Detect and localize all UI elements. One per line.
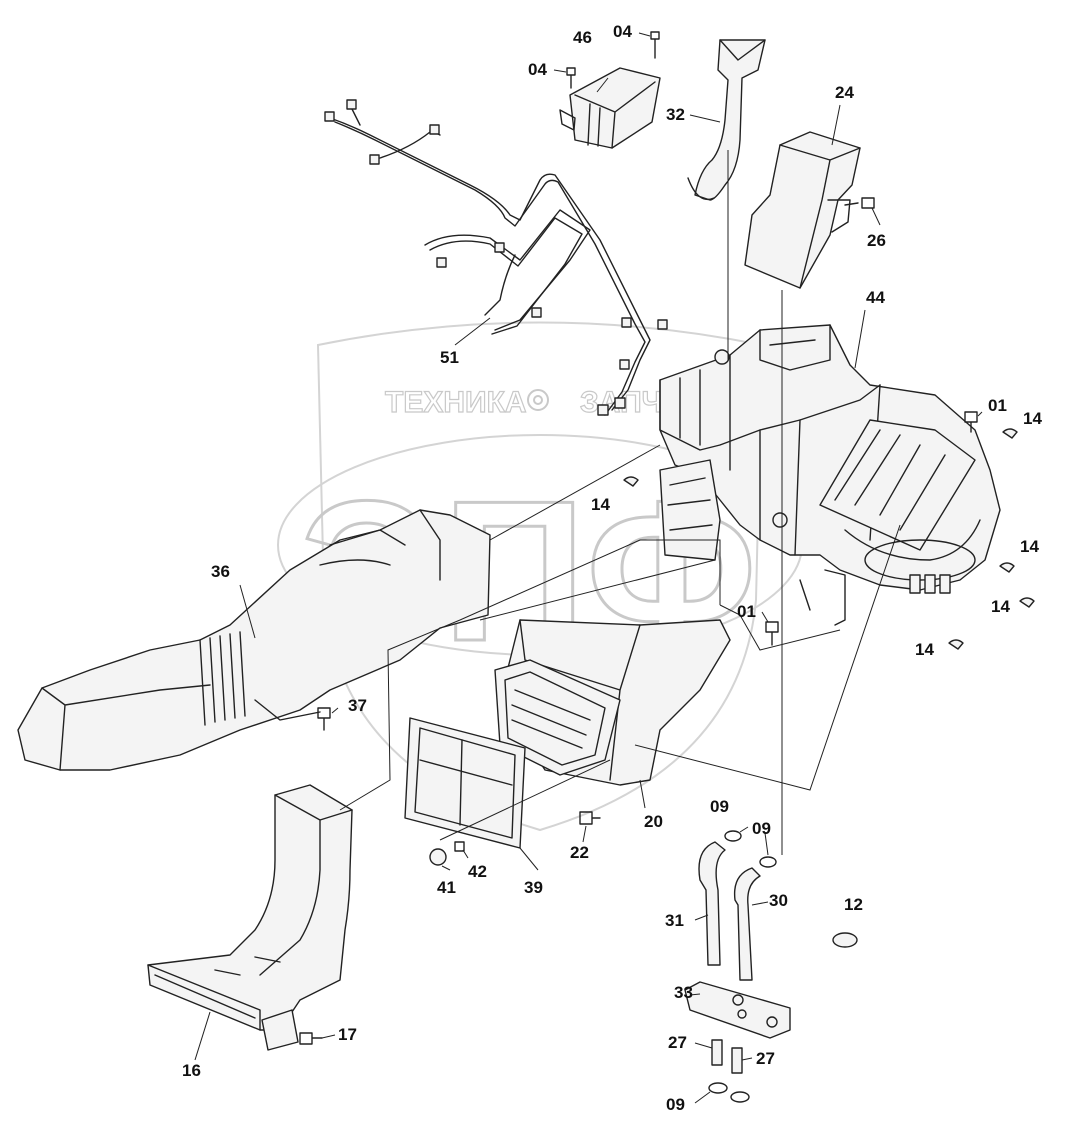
callout-14-e: 14 bbox=[915, 640, 934, 659]
callout-16: 16 bbox=[182, 1061, 201, 1080]
callout-46: 46 bbox=[573, 28, 592, 47]
callout-09-c: 09 bbox=[666, 1095, 685, 1114]
cap-12 bbox=[832, 932, 858, 948]
duct-16 bbox=[147, 784, 353, 1051]
watermark-brand-left: ТЕХНИКА bbox=[385, 386, 527, 419]
callout-09-a: 09 bbox=[710, 797, 729, 816]
callout-31: 31 bbox=[665, 911, 684, 930]
bolt-04-right bbox=[650, 31, 660, 59]
callout-17: 17 bbox=[338, 1025, 357, 1044]
bolt-01-lower bbox=[765, 621, 779, 646]
fittings-27 bbox=[711, 1039, 743, 1074]
callout-04-left: 04 bbox=[528, 60, 547, 79]
callout-22: 22 bbox=[570, 843, 589, 862]
clips-14 bbox=[623, 428, 1035, 650]
knob-41 bbox=[429, 848, 447, 866]
callout-39: 39 bbox=[524, 878, 543, 897]
callout-36: 36 bbox=[211, 562, 230, 581]
duct-32 bbox=[687, 39, 766, 201]
callout-30: 30 bbox=[769, 891, 788, 910]
callout-27-left: 27 bbox=[668, 1033, 687, 1052]
callout-37: 37 bbox=[348, 696, 367, 715]
callout-14-b: 14 bbox=[591, 495, 610, 514]
bolt-17 bbox=[299, 1032, 323, 1045]
hose-30 bbox=[733, 867, 761, 981]
callout-41: 41 bbox=[437, 878, 456, 897]
callout-14-a: 14 bbox=[1023, 409, 1042, 428]
bolt-01-upper bbox=[964, 411, 978, 433]
callout-01-upper: 01 bbox=[988, 396, 1007, 415]
plate-33 bbox=[684, 981, 791, 1039]
hose-31 bbox=[698, 841, 726, 966]
callout-32: 32 bbox=[666, 105, 685, 124]
callout-20: 20 bbox=[644, 812, 663, 831]
callout-04-right: 04 bbox=[613, 22, 632, 41]
bolt-04-left bbox=[566, 67, 576, 89]
callout-24: 24 bbox=[835, 83, 854, 102]
bolt-37 bbox=[317, 707, 331, 731]
callout-51: 51 bbox=[440, 348, 459, 367]
callout-12: 12 bbox=[844, 895, 863, 914]
callout-14-c: 14 bbox=[1020, 537, 1039, 556]
callout-09-b: 09 bbox=[752, 819, 771, 838]
callout-33: 33 bbox=[674, 983, 693, 1002]
callout-01-lower: 01 bbox=[737, 602, 756, 621]
screw-42 bbox=[454, 841, 465, 852]
callout-26: 26 bbox=[867, 231, 886, 250]
callout-27-right: 27 bbox=[756, 1049, 775, 1068]
watermark-gear-icon bbox=[527, 389, 549, 411]
screw-26 bbox=[844, 197, 875, 209]
duct-36 bbox=[17, 509, 491, 771]
hvac-unit-44 bbox=[659, 324, 1001, 626]
watermark-shield-shape bbox=[316, 321, 764, 832]
leader-lines bbox=[194, 32, 983, 1104]
callout-42: 42 bbox=[468, 862, 487, 881]
harness-51 bbox=[324, 99, 668, 416]
screw-22 bbox=[579, 811, 601, 825]
callout-14-d: 14 bbox=[991, 597, 1010, 616]
duct-24 bbox=[744, 131, 861, 289]
relay-box-46 bbox=[559, 67, 661, 149]
callout-labels: 04 46 04 32 24 26 44 51 01 14 14 14 14 1… bbox=[182, 22, 1042, 1114]
callout-44: 44 bbox=[866, 288, 885, 307]
clamps-09 bbox=[708, 830, 777, 1103]
